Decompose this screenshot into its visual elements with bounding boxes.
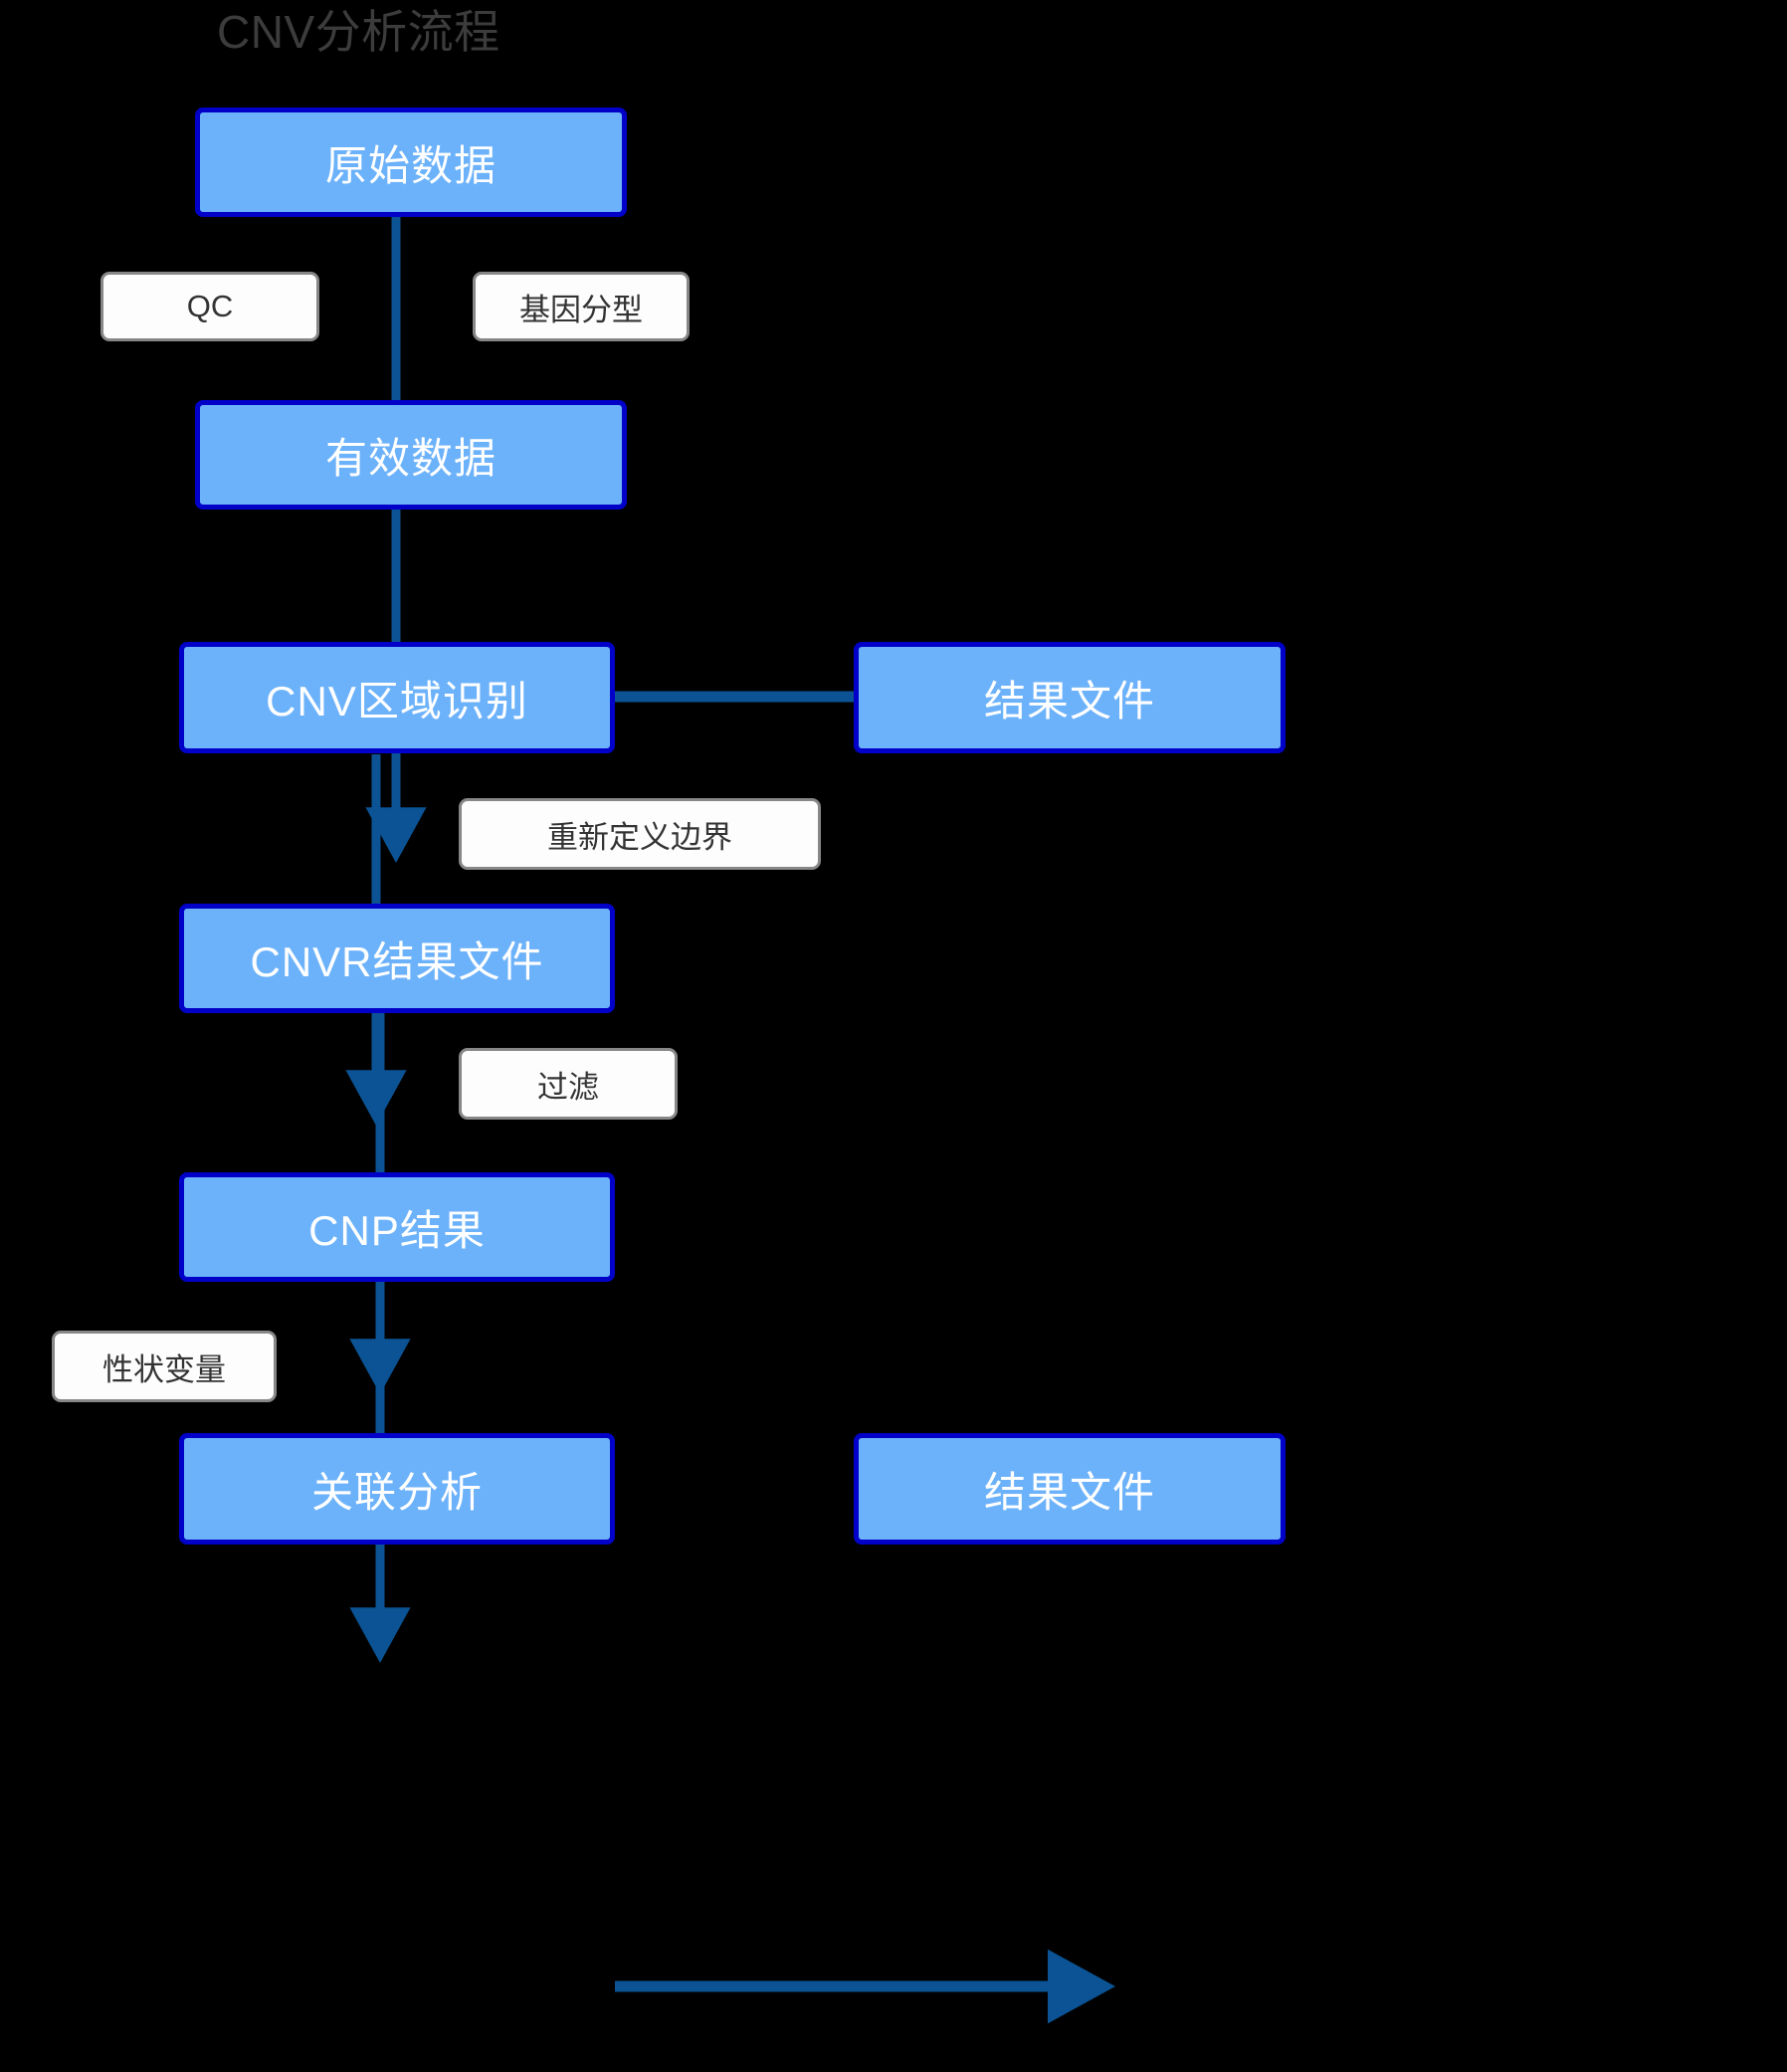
edge-label-redefine[interactable]: 重新定义边界 — [459, 798, 821, 870]
edge-label-qc[interactable]: QC — [100, 272, 319, 341]
edge-label-filter[interactable]: 过滤 — [459, 1048, 678, 1120]
node-valid-data[interactable]: 有效数据 — [195, 400, 627, 510]
page-title: CNV分析流程 — [217, 6, 500, 58]
edge-label-genotyping[interactable]: 基因分型 — [473, 272, 690, 341]
node-raw-data[interactable]: 原始数据 — [195, 107, 627, 217]
node-association[interactable]: 关联分析 — [179, 1433, 615, 1545]
edge-label-trait-variable[interactable]: 性状变量 — [52, 1331, 277, 1402]
node-result-file-1[interactable]: 结果文件 — [854, 642, 1286, 753]
node-cnp-result[interactable]: CNP结果 — [179, 1172, 615, 1282]
node-cnv-region[interactable]: CNV区域识别 — [179, 642, 615, 753]
node-cnvr-result[interactable]: CNVR结果文件 — [179, 904, 615, 1013]
node-result-file-2[interactable]: 结果文件 — [854, 1433, 1286, 1545]
